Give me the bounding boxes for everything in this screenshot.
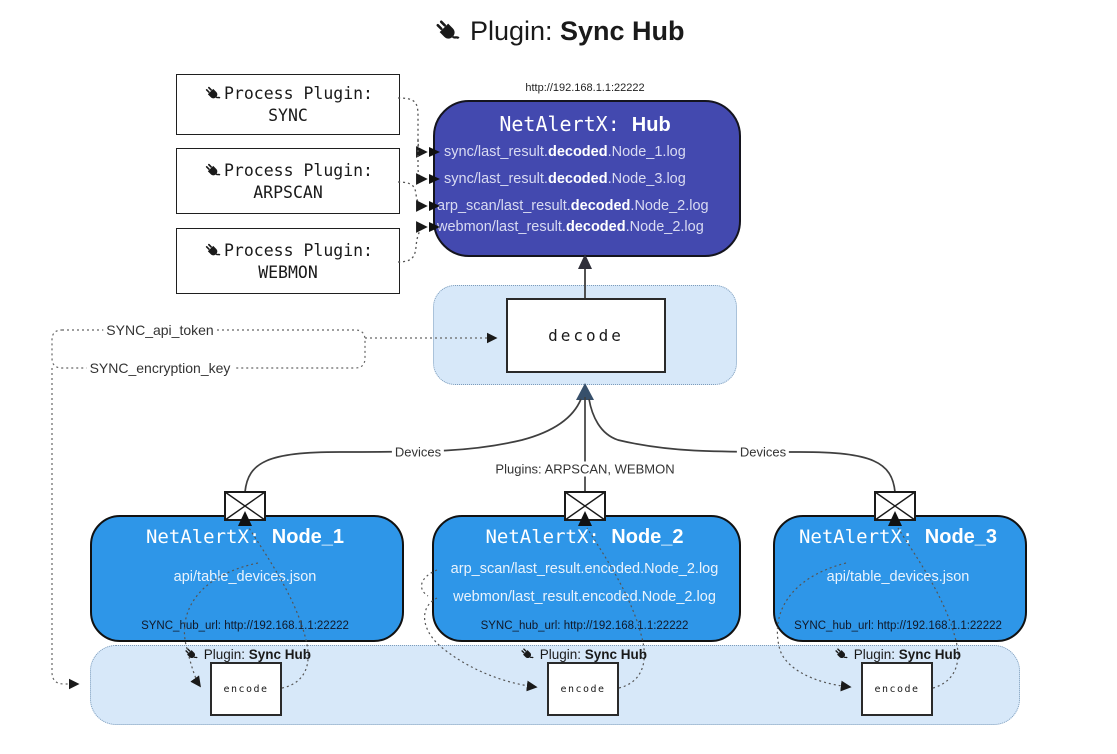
- process-plugin-name: SYNC: [268, 106, 308, 125]
- process-plugin-box-webmon: Process Plugin: WEBMON: [176, 228, 400, 294]
- hub-file-row: arp_scan/last_result.decoded.Node_2.log: [437, 198, 709, 214]
- edge-sync-to-hub-1: [397, 97, 428, 158]
- edge-sync-to-hub-2: [416, 140, 428, 185]
- band-plugin-label-3: Plugin: Sync Hub: [833, 646, 961, 662]
- sync-encryption-key-label: SYNC_encryption_key: [86, 360, 234, 376]
- hub-file-row: sync/last_result.decoded.Node_1.log: [444, 144, 686, 160]
- plug-icon: [830, 643, 853, 666]
- plug-icon: [199, 157, 226, 184]
- band-plugin-label-1: Plugin: Sync Hub: [183, 646, 311, 662]
- process-plugin-label: Process Plugin:: [223, 160, 373, 180]
- process-plugin-label: Process Plugin:: [223, 240, 373, 260]
- node-title: NetAlertX: Node_1: [145, 526, 345, 548]
- node-title: NetAlertX: Node_2: [485, 526, 684, 548]
- hub-file-row: sync/last_result.decoded.Node_3.log: [444, 171, 686, 187]
- plug-icon: [199, 80, 226, 107]
- plug-icon: [426, 10, 468, 52]
- node-hub-url: SYNC_hub_url: http://192.168.1.1:22222: [480, 620, 689, 632]
- edge-arpscan-to-hub: [397, 181, 428, 212]
- sync-api-token-label: SYNC_api_token: [103, 322, 217, 338]
- node-file: api/table_devices.json: [826, 569, 970, 585]
- process-plugin-label: Process Plugin:: [223, 84, 373, 103]
- edge-encryption-key-to-band: [51, 368, 80, 690]
- hub-title-name: Hub: [631, 114, 671, 136]
- encode-box-3: encode: [861, 662, 933, 716]
- page-title-bold: Sync Hub: [560, 16, 685, 46]
- plug-icon: [199, 237, 226, 264]
- plug-icon: [516, 643, 539, 666]
- hub-title: NetAlertX: Hub: [433, 112, 737, 137]
- plug-icon: [180, 643, 203, 666]
- node-title: NetAlertX: Node_3: [798, 526, 998, 548]
- devices-label-right: Devices: [736, 444, 790, 460]
- encode-box-2: encode: [547, 662, 619, 716]
- decode-box: decode: [506, 298, 666, 373]
- node-file: webmon/last_result.encoded.Node_2.log: [453, 589, 716, 605]
- process-plugin-name: ARPSCAN: [253, 182, 323, 202]
- page-title: Plugin: Sync Hub: [0, 16, 1117, 47]
- node-file: arp_scan/last_result.encoded.Node_2.log: [450, 561, 719, 577]
- band-plugin-label-2: Plugin: Sync Hub: [519, 646, 647, 662]
- process-plugin-box-sync: Process Plugin: SYNC: [176, 74, 400, 135]
- hub-box: [433, 100, 741, 257]
- edge-webmon-to-hub: [397, 221, 428, 263]
- arrowhead-into-decode: [576, 383, 594, 400]
- hub-file-row: webmon/last_result.decoded.Node_2.log: [437, 219, 704, 235]
- encode-box-1: encode: [210, 662, 282, 716]
- devices-label-left: Devices: [391, 444, 445, 460]
- node-file: api/table_devices.json: [173, 569, 317, 585]
- process-plugin-name: WEBMON: [258, 262, 318, 282]
- hub-url-label: http://192.168.1.1:22222: [525, 82, 645, 94]
- plugins-label-middle: Plugins: ARPSCAN, WEBMON: [492, 461, 678, 477]
- node-hub-url: SYNC_hub_url: http://192.168.1.1:22222: [794, 620, 1002, 632]
- page-title-prefix: Plugin:: [469, 16, 561, 46]
- node-hub-url: SYNC_hub_url: http://192.168.1.1:22222: [141, 620, 349, 632]
- hub-title-prefix: NetAlertX:: [499, 112, 632, 136]
- process-plugin-box-arpscan: Process Plugin: ARPSCAN: [176, 148, 400, 214]
